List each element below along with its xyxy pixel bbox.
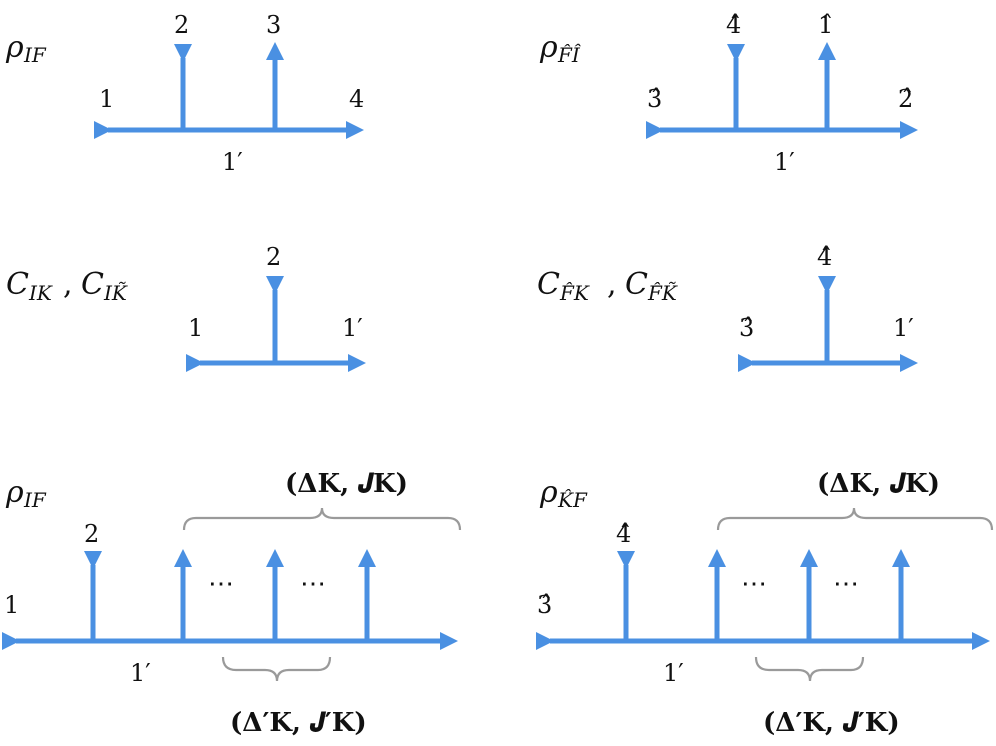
dots-2: ⋯ [300, 569, 326, 599]
dots-1: ⋯ [208, 569, 234, 599]
input-arrow-icon [2, 632, 20, 650]
up-arrow-icon [174, 549, 192, 567]
up-arrow-icon [892, 549, 910, 567]
label-vertex-1: 4̂ [817, 243, 832, 271]
label-below: 1′ [774, 148, 795, 176]
label-vertex-1: 2 [266, 243, 281, 271]
label-below: 1′ [130, 659, 151, 687]
label-vertex-2: 3 [266, 11, 281, 39]
c-subscript-1: F̂K [559, 281, 590, 305]
input-arrow-icon [738, 354, 756, 372]
rho-symbol: ρ [5, 475, 24, 510]
rho-symbol: ρ [539, 475, 558, 510]
down-arrow-icon [617, 551, 635, 569]
down-arrow-icon [266, 276, 284, 294]
label-vertex-1: 2 [174, 11, 189, 39]
bottom-brace-label: (𝚫′K, 𝑱′K) [763, 708, 900, 738]
down-arrow-icon [84, 551, 102, 569]
panel-rho-if-bottom: ρ IF 1 2 1′ ⋯ ⋯ (𝚫K, 𝑱K) (𝚫′K, 𝑱′K) [2, 469, 462, 738]
output-arrow-icon [348, 354, 366, 372]
label-below: 1′ [663, 659, 684, 687]
panel-rho-fi-hat: ρ F̂Î 3̂ 4̂ 1̂ 2̂ 1′ [539, 11, 918, 176]
label-in: 1 [4, 591, 19, 619]
c-subscript-2: IK̃ [103, 281, 128, 305]
input-arrow-icon [536, 632, 554, 650]
label-vertex-1: 4̂ [616, 520, 631, 548]
c-symbol-1: C [6, 267, 29, 302]
dots-1: ⋯ [741, 569, 767, 599]
panel-rho-if-top: ρ IF 1 2 3 4 1′ [5, 11, 364, 176]
up-arrow-icon [708, 549, 726, 567]
output-arrow-icon [900, 354, 918, 372]
output-arrow-icon [972, 632, 990, 650]
label-below: 1′ [222, 148, 243, 176]
rho-subscript: K̂F [557, 488, 588, 512]
label-in: 3̂ [537, 591, 552, 619]
output-arrow-icon [900, 121, 918, 139]
down-arrow-icon [818, 276, 836, 294]
label-in: 1 [99, 85, 114, 113]
input-arrow-icon [186, 354, 204, 372]
output-arrow-icon [440, 632, 458, 650]
c-symbol-2: C [81, 267, 104, 302]
label-vertex-1: 4̂ [726, 11, 741, 39]
up-arrow-icon [266, 549, 284, 567]
up-arrow-icon [818, 42, 836, 60]
top-brace [182, 507, 462, 531]
c-symbol-1: C [537, 267, 560, 302]
top-brace-label: (𝚫K, 𝑱K) [285, 469, 408, 499]
down-arrow-icon [174, 44, 192, 62]
rho-subscript: F̂Î [557, 43, 582, 67]
input-arrow-icon [94, 121, 112, 139]
rho-symbol: ρ [539, 30, 558, 65]
rho-subscript: IF [23, 488, 47, 512]
label-vertex-1: 2 [84, 520, 99, 548]
panel-c-ik: C IK , C IK̃ 1 2 1′ [6, 243, 366, 372]
panel-c-fk-hat: C F̂K , C F̂K̃ 3̂ 4̂ 1′ [537, 243, 918, 372]
up-arrow-icon [358, 549, 376, 567]
panel-rho-kf-hat: ρ K̂F 3̂ 4̂ 1′ ⋯ ⋯ (𝚫K, 𝑱K) (𝚫′K, 𝑱′K) [536, 469, 994, 738]
label-out: 2̂ [898, 85, 913, 113]
label-in: 3̂ [647, 85, 662, 113]
c-symbol-2: C [625, 267, 648, 302]
c-subscript-2: F̂K̃ [647, 281, 678, 305]
label-out: 1′ [893, 314, 914, 342]
label-in: 3̂ [739, 314, 754, 342]
label-vertex-2: 1̂ [818, 11, 833, 39]
dots-2: ⋯ [833, 569, 859, 599]
rho-symbol: ρ [5, 30, 24, 65]
up-arrow-icon [266, 42, 284, 60]
label-in: 1 [188, 314, 203, 342]
output-arrow-icon [346, 121, 364, 139]
down-arrow-icon [727, 44, 745, 62]
label-out: 1′ [342, 314, 363, 342]
c-subscript-1: IK [28, 281, 53, 305]
bottom-brace [754, 656, 865, 682]
comma: , [607, 267, 617, 302]
top-brace [716, 507, 994, 531]
comma: , [63, 267, 73, 302]
rho-subscript: IF [23, 43, 47, 67]
up-arrow-icon [800, 549, 818, 567]
bottom-brace-label: (𝚫′K, 𝑱′K) [230, 708, 367, 738]
top-brace-label: (𝚫K, 𝑱K) [817, 469, 940, 499]
label-out: 4 [349, 85, 364, 113]
input-arrow-icon [646, 121, 664, 139]
bottom-brace [221, 656, 332, 682]
